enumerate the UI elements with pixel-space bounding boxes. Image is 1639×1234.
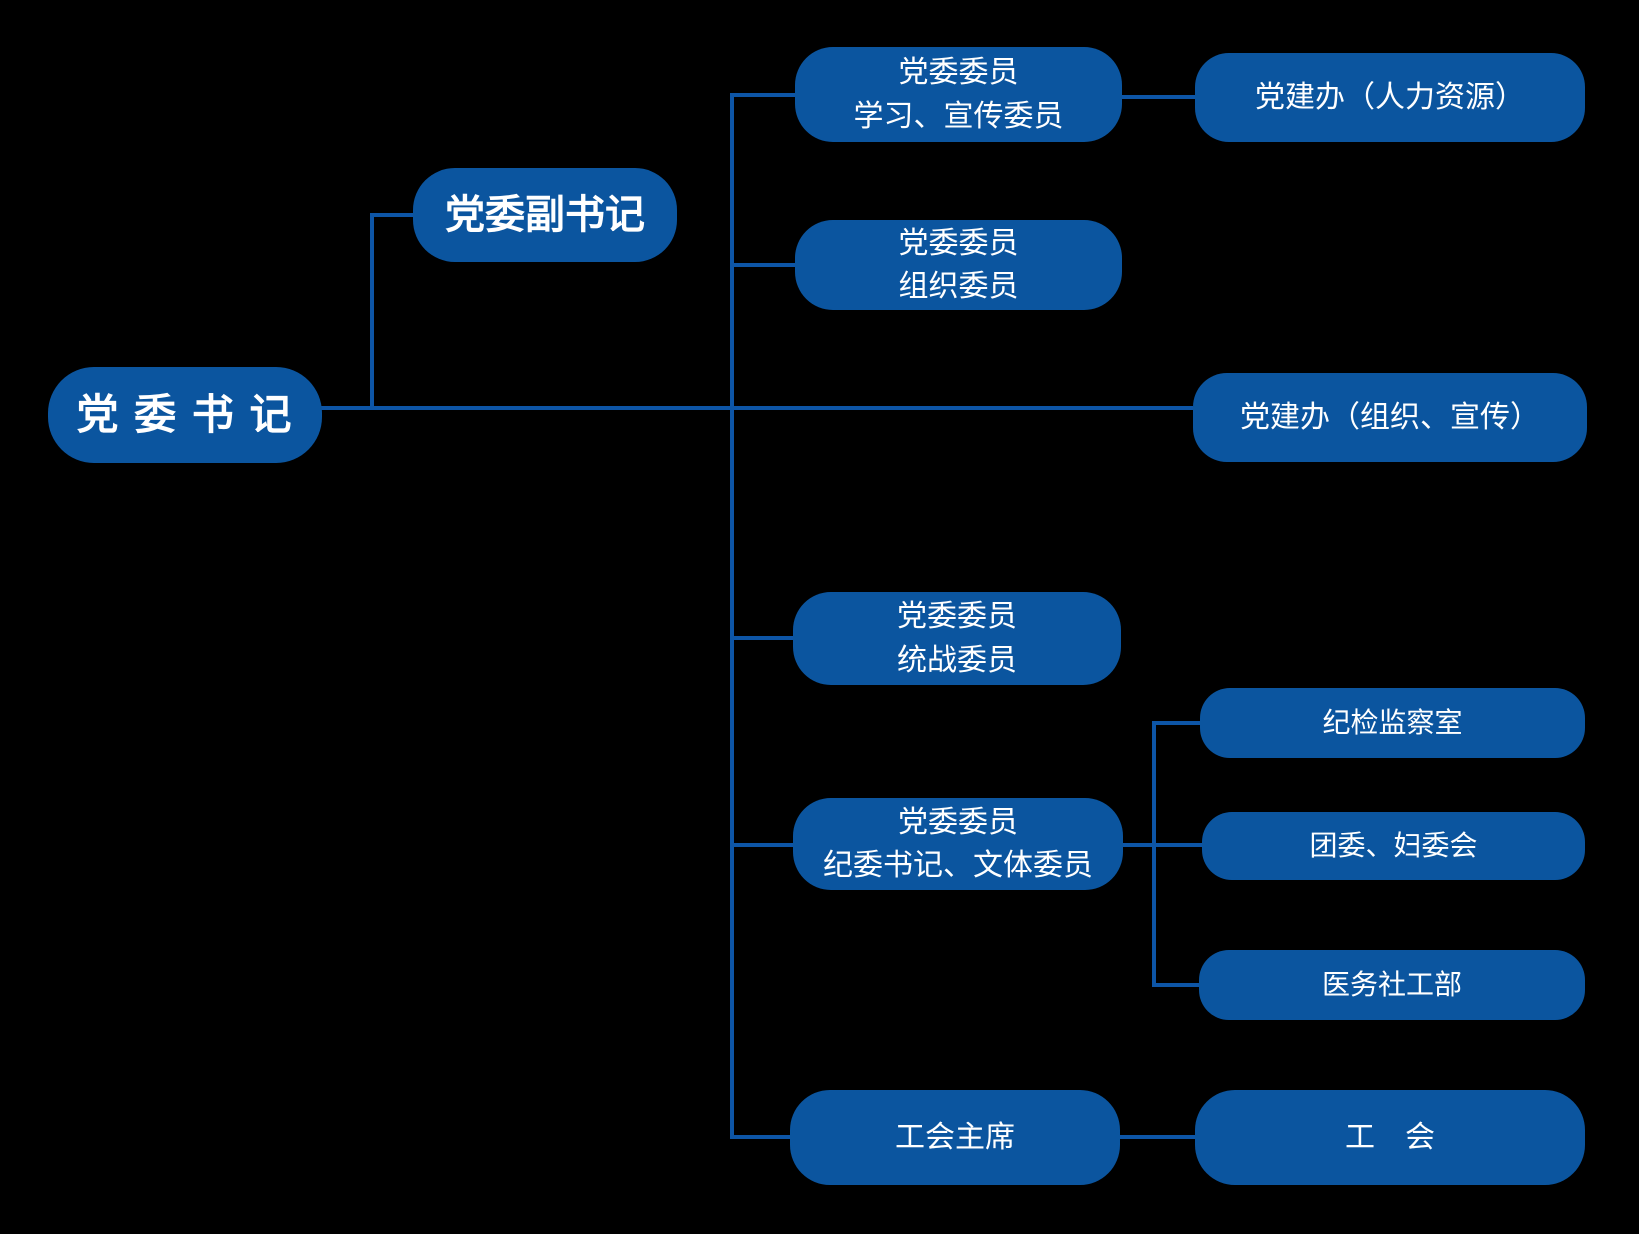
connector-to-discipline-inspection-office [1152, 721, 1200, 725]
node-party-building-office-hr: 党建办（人力资源） [1195, 53, 1585, 142]
connector-branch-united-front [730, 636, 795, 640]
node-youth-league-women-committee: 团委、妇委会 [1202, 812, 1585, 880]
node-party-building-office-org-publicity: 党建办（组织、宣传） [1193, 373, 1587, 462]
node-label: 工会主席 [895, 1120, 1015, 1154]
connector-to-medical-social-work-dept [1152, 983, 1199, 987]
node-party-secretary: 党 委 书 记 [48, 367, 322, 463]
connector-discipline-to-youth-league [1121, 843, 1202, 847]
node-label-role: 党委委员 [897, 600, 1017, 633]
node-label-duty: 统战委员 [897, 643, 1017, 677]
node-label-role: 党委委员 [898, 56, 1019, 89]
node-label: 医务社工部 [1321, 968, 1462, 1000]
connector-main-trunk [730, 93, 734, 1139]
connector-deputy-riser [370, 213, 374, 410]
node-label: 工 会 [1345, 1120, 1435, 1154]
connector-branch-organization [730, 263, 797, 267]
connector-branch-union-chairman [730, 1135, 792, 1139]
connector-secretary-to-org-publicity-office [315, 406, 1193, 410]
node-label: 团委、妇委会 [1309, 829, 1478, 861]
connector-study-publicity-to-hr-office [1120, 95, 1197, 99]
connector-branch-study-publicity [730, 93, 797, 97]
node-label-role: 党委委员 [898, 226, 1019, 260]
node-member-united-front: 党委委员 统战委员 [793, 592, 1121, 685]
node-member-study-publicity: 党委委员 学习、宣传委员 [795, 47, 1122, 142]
connector-deputy-stub [370, 213, 415, 217]
node-label-duty: 组织委员 [898, 270, 1019, 303]
node-label: 党委副书记 [445, 193, 645, 237]
node-label: 党 委 书 记 [76, 390, 294, 438]
node-member-organization: 党委委员 组织委员 [795, 220, 1122, 310]
connector-union-chairman-to-labor-union [1118, 1135, 1195, 1139]
node-label: 党建办（人力资源） [1255, 80, 1525, 114]
node-union-chairman: 工会主席 [790, 1090, 1120, 1185]
node-medical-social-work-dept: 医务社工部 [1199, 950, 1585, 1020]
node-label-role: 党委委员 [898, 805, 1018, 839]
node-label-duty: 纪委书记、文体委员 [823, 849, 1093, 882]
node-discipline-inspection-office: 纪检监察室 [1200, 688, 1585, 758]
node-label: 纪检监察室 [1322, 706, 1463, 738]
connector-branch-discipline [730, 843, 795, 847]
node-deputy-secretary: 党委副书记 [413, 168, 677, 262]
node-member-discipline-sports: 党委委员 纪委书记、文体委员 [793, 798, 1123, 890]
node-labor-union: 工 会 [1195, 1090, 1585, 1185]
connector-discipline-sub-trunk [1152, 721, 1156, 987]
node-label: 党建办（组织、宣传） [1240, 400, 1540, 434]
node-label-duty: 学习、宣传委员 [853, 99, 1064, 133]
